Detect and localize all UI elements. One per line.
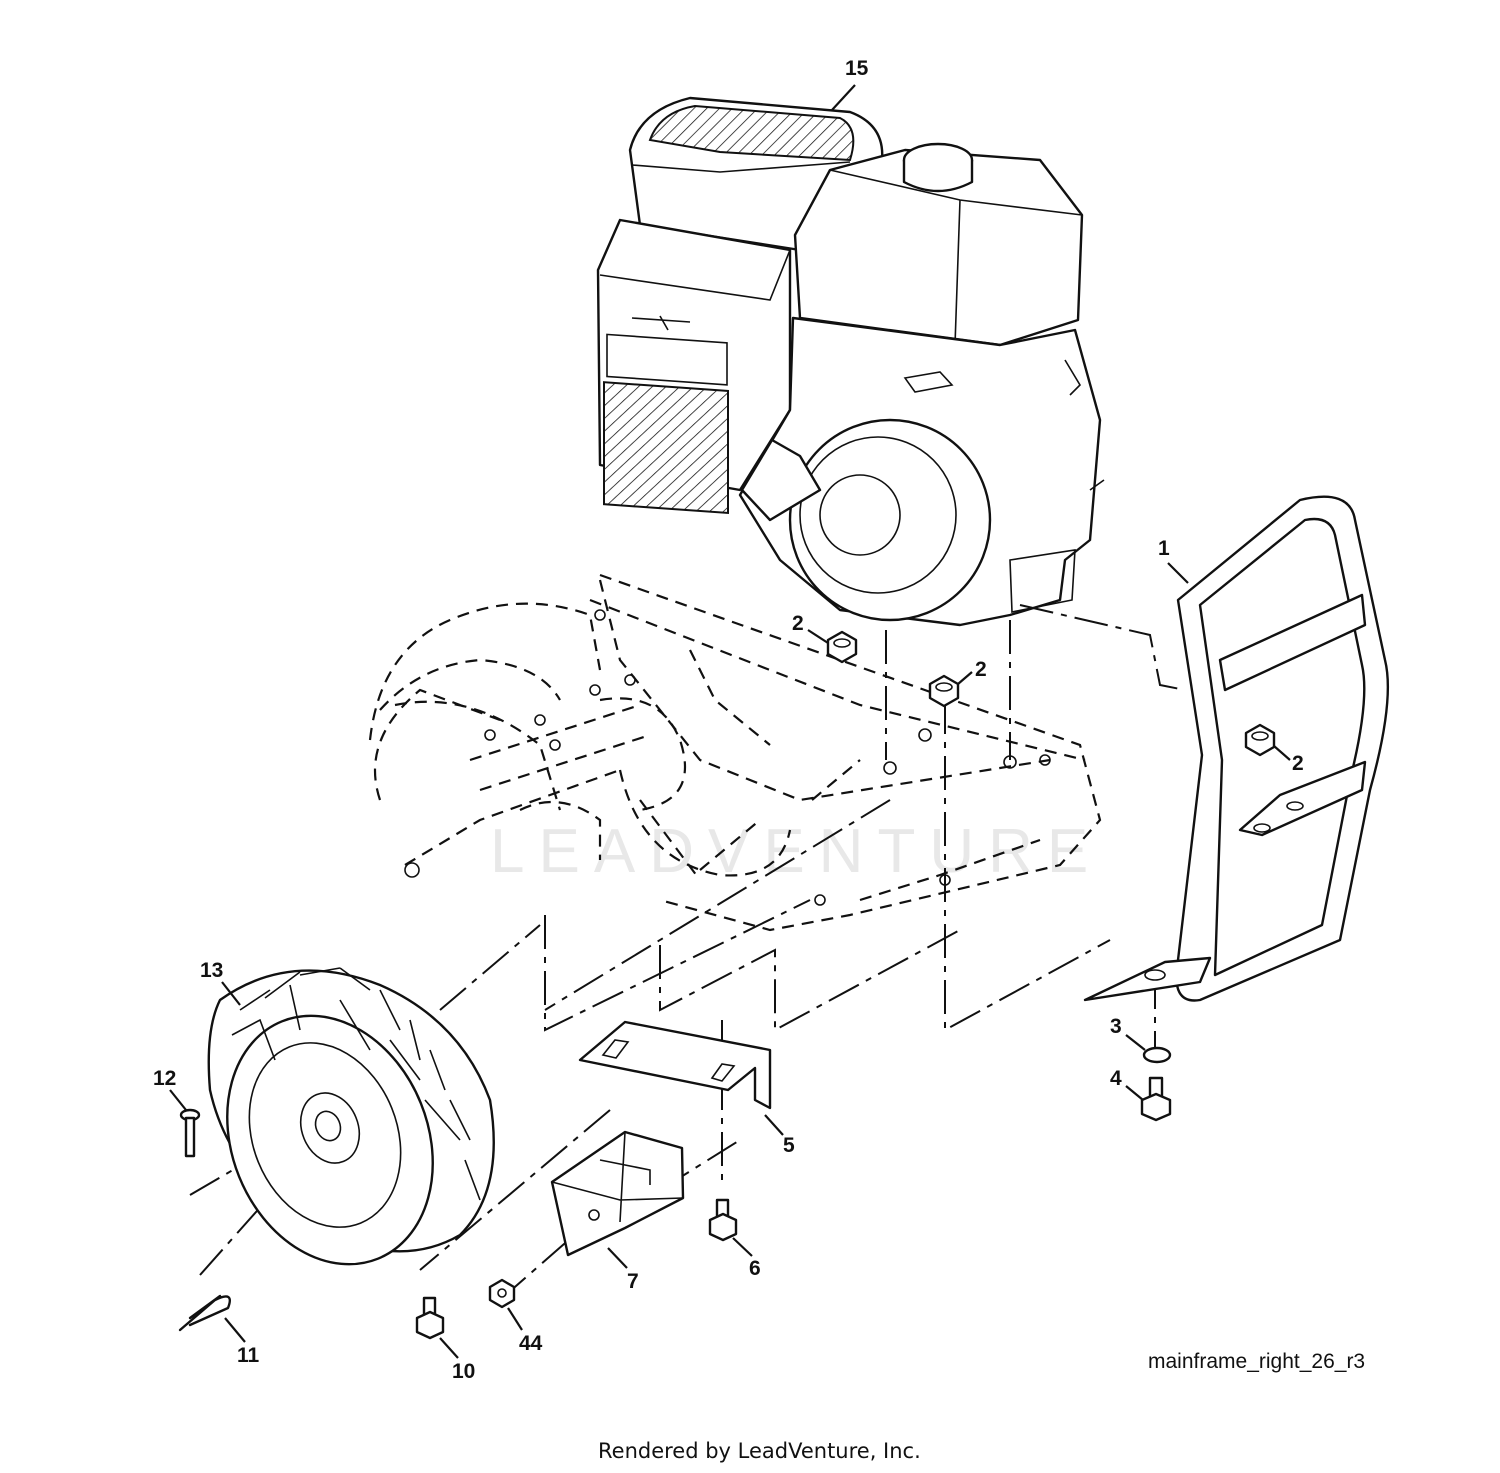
callout-15: 15 (845, 57, 869, 80)
assembly-lines (189, 604, 1263, 1301)
engine (596, 96, 1105, 627)
callout-1: 1 (1158, 537, 1170, 560)
bolt-icon (415, 1296, 445, 1340)
callout-3: 3 (1110, 1015, 1122, 1038)
bolt-icon (708, 1198, 738, 1242)
callouts: 15 1 2 2 2 3 4 5 6 7 10 11 12 13 44 (153, 57, 1304, 1383)
tiller-frame-phantom (368, 573, 1102, 932)
flange-nut-icon (826, 630, 1276, 757)
callout-10: 10 (452, 1360, 475, 1383)
callout-6: 6 (749, 1257, 761, 1280)
callout-4: 4 (1110, 1067, 1122, 1090)
callout-12: 12 (153, 1067, 176, 1090)
clevis-pin-icon (179, 1108, 201, 1158)
callout-44: 44 (519, 1332, 543, 1355)
mounting-bracket (578, 1020, 772, 1110)
diagram-reference-code: mainframe_right_26_r3 (1148, 1350, 1365, 1373)
callout-2: 2 (1292, 752, 1304, 775)
render-credit-footer: Rendered by LeadVenture, Inc. (598, 1439, 921, 1463)
bumper-bracket (1083, 495, 1390, 1002)
callout-7: 7 (627, 1270, 639, 1293)
callout-5: 5 (783, 1134, 795, 1157)
watermark: LEADVENTURE (490, 817, 1102, 886)
callout-2: 2 (792, 612, 804, 635)
bolt-icon (1140, 1076, 1172, 1122)
hairpin-clip-icon (178, 1294, 231, 1332)
callout-11: 11 (237, 1344, 260, 1367)
callout-13: 13 (200, 959, 223, 982)
callout-2: 2 (975, 658, 987, 681)
wheel-tire (207, 967, 495, 1266)
hex-nut-icon (488, 1278, 516, 1309)
weight-block (550, 1130, 685, 1257)
washer-icon (1142, 1046, 1172, 1064)
